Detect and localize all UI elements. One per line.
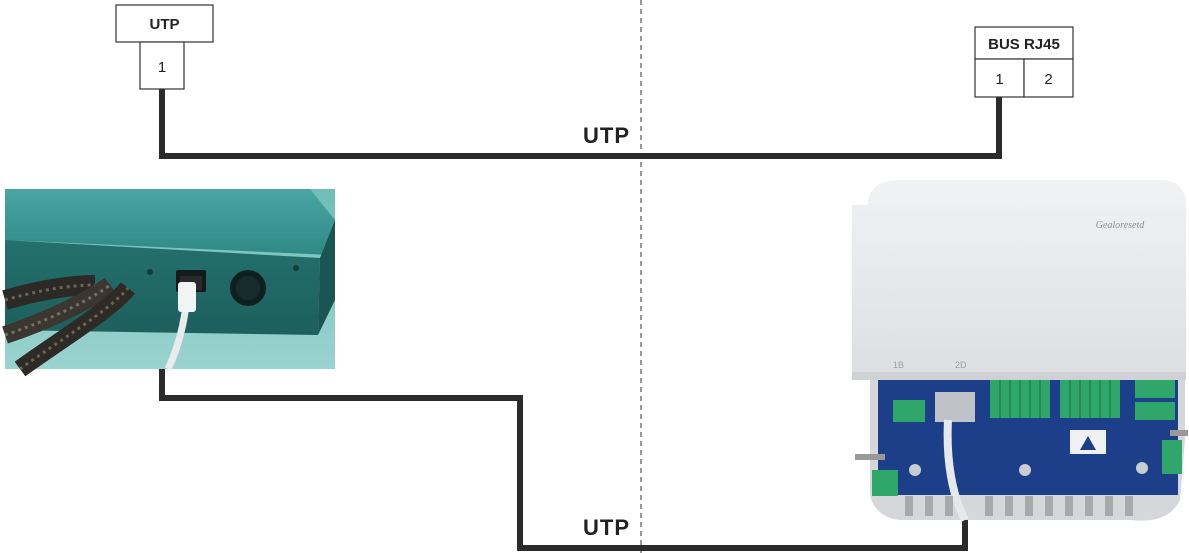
bottom-utp-cable bbox=[159, 366, 968, 551]
bottom-cable-label: UTP bbox=[583, 515, 630, 540]
controller-photo: Gealoresetd 1B 2D bbox=[852, 180, 1188, 522]
network-switch-photo bbox=[2, 189, 335, 377]
right-box-terminal-1: 1 bbox=[995, 71, 1003, 88]
top-cable-label: UTP bbox=[583, 123, 630, 148]
left-terminal-box: UTP 1 bbox=[115, 4, 214, 90]
right-terminal-box: BUS RJ45 1 2 bbox=[974, 26, 1074, 98]
right-box-terminal-2: 2 bbox=[1044, 71, 1052, 88]
top-utp-cable bbox=[159, 88, 1002, 159]
controller-brand: Gealoresetd bbox=[1096, 220, 1146, 231]
left-box-header: UTP bbox=[150, 16, 180, 33]
controller-label-1: 1B bbox=[893, 360, 904, 370]
controller-label-2: 2D bbox=[955, 360, 967, 370]
right-box-header: BUS RJ45 bbox=[988, 36, 1060, 53]
left-box-terminal-1: 1 bbox=[158, 59, 166, 76]
